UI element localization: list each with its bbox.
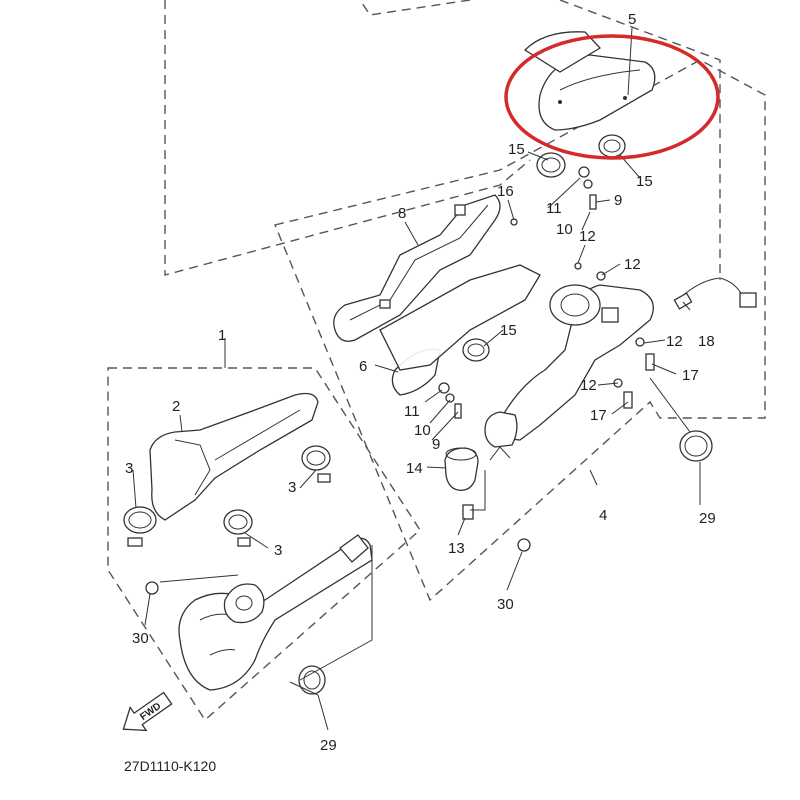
callout-10-a: 10: [556, 221, 573, 238]
clamp-15a: [536, 152, 566, 178]
callout-labels: 5 15 15 16 8 11 9 10 12 12 15 6 11 10 9 …: [125, 11, 716, 754]
callout-30-a: 30: [132, 630, 149, 647]
callout-13: 13: [448, 540, 465, 557]
callout-17-a: 17: [682, 367, 699, 384]
clamp-15c: [462, 338, 490, 362]
callout-4: 4: [599, 507, 607, 524]
callout-1: 1: [218, 327, 226, 344]
boundary-top-small: [359, 0, 471, 16]
cover-plate: [333, 194, 501, 342]
callout-12-a: 12: [579, 228, 596, 245]
heat-protector-front: [149, 392, 319, 521]
clamp-15b: [598, 134, 626, 158]
callout-6: 6: [359, 358, 367, 375]
callout-8: 8: [398, 205, 406, 222]
callout-15-c: 15: [500, 322, 517, 339]
gasket-29-left: [298, 665, 326, 695]
muffler-body: [484, 284, 654, 461]
callout-5: 5: [628, 11, 636, 28]
callout-30-b: 30: [497, 596, 514, 613]
highlight-circle: [504, 34, 720, 160]
gasket-29-right: [679, 430, 713, 462]
fwd-arrow: FWD: [122, 691, 173, 732]
callout-3-a: 3: [125, 460, 133, 477]
callout-15-b: 15: [636, 173, 653, 190]
heat-protector-top: [523, 31, 656, 131]
gasket-sleeve: [444, 447, 479, 491]
callout-15-a: 15: [508, 141, 525, 158]
callout-10-b: 10: [414, 422, 431, 439]
oxygen-sensor: [673, 277, 757, 310]
exhaust-pipe-front: [178, 534, 373, 691]
callout-12-c: 12: [666, 333, 683, 350]
assembly-boundaries: [107, 0, 766, 722]
callout-18: 18: [698, 333, 715, 350]
clamp-b: [301, 445, 331, 483]
boundary-top-left: [164, 0, 531, 276]
boundary-assembly-1: [107, 367, 421, 722]
callout-11-b: 11: [404, 403, 420, 420]
callout-9-a: 9: [614, 192, 622, 209]
callout-12-b: 12: [624, 256, 641, 273]
clamp-c: [223, 509, 253, 547]
clamp-a: [123, 506, 157, 547]
callout-9-b: 9: [432, 436, 440, 453]
boundary-top-right-edge: [559, 0, 721, 280]
diagram-code: 27D1110-K120: [124, 758, 216, 774]
callout-2: 2: [172, 398, 180, 415]
callout-17-b: 17: [590, 407, 607, 424]
callout-3-c: 3: [274, 542, 282, 559]
callout-29-a: 29: [699, 510, 716, 527]
leader-lines: [132, 27, 701, 731]
boundary-assembly-4: [274, 59, 766, 602]
hardware: [145, 166, 655, 595]
parts: [123, 31, 757, 695]
callout-3-b: 3: [288, 479, 296, 496]
callout-11-a: 11: [546, 200, 562, 217]
callout-29-b: 29: [320, 737, 337, 754]
callout-16: 16: [497, 183, 514, 200]
heat-shield-muffler: [379, 264, 541, 396]
callout-14: 14: [406, 460, 423, 477]
callout-12-d: 12: [580, 377, 597, 394]
